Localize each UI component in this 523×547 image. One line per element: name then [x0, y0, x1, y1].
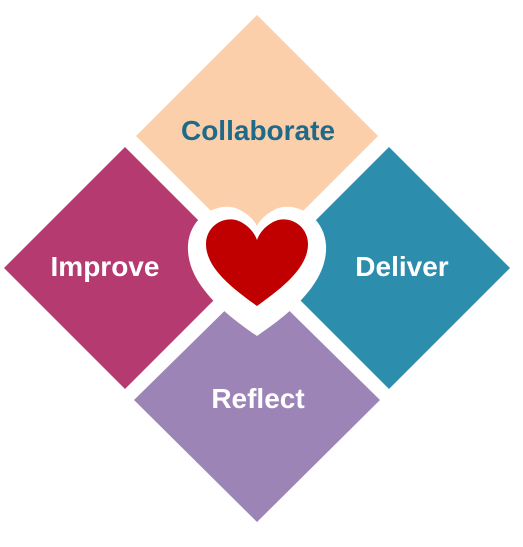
improve-diamond: [4, 147, 246, 389]
deliver-diamond: [268, 147, 510, 389]
collaborate-label: Collaborate: [181, 115, 335, 146]
deliver-label: Deliver: [355, 251, 448, 282]
heart-icon: [206, 219, 308, 306]
reflect-diamond: [134, 279, 380, 522]
reflect-label: Reflect: [211, 383, 304, 414]
collaborate-diamond: [136, 15, 378, 257]
improve-label: Improve: [51, 251, 160, 282]
